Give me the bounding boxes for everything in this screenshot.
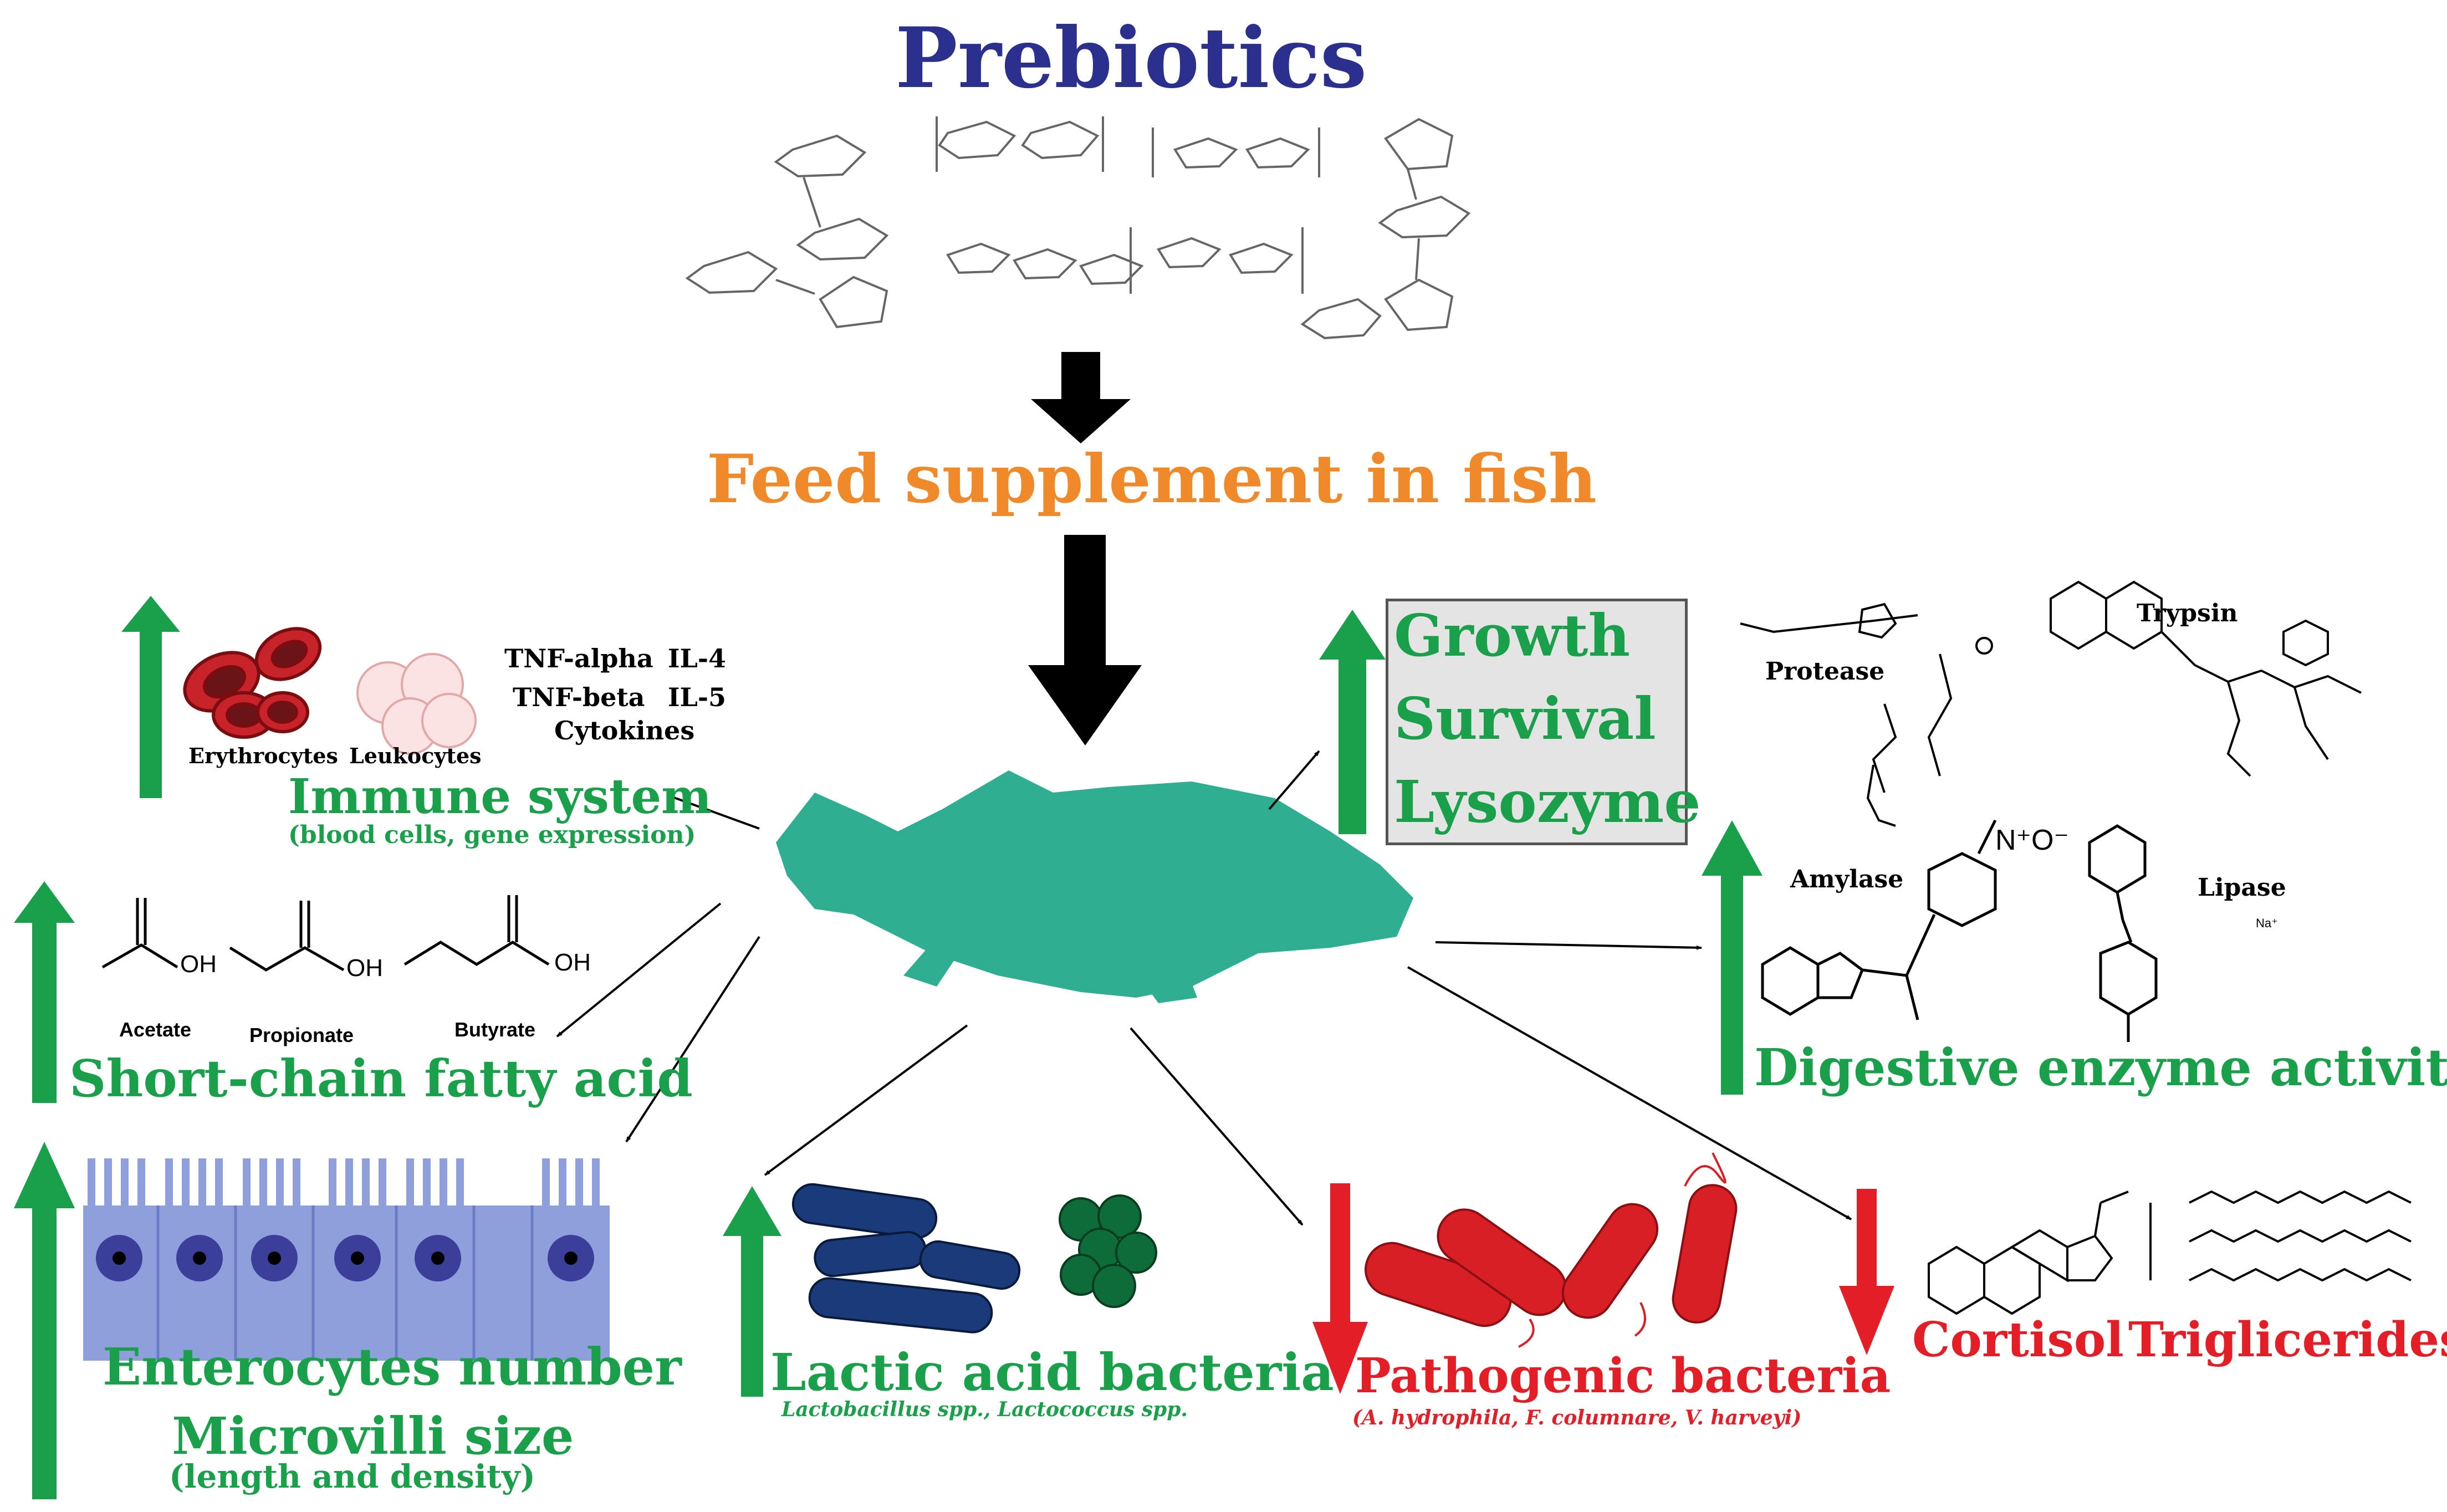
triglyceride-structure-icon — [2149, 1190, 2412, 1282]
cytokines-label: Cytokines — [554, 716, 695, 745]
acetate-oh: OH — [180, 951, 217, 978]
butyrate-oh: OH — [554, 949, 591, 976]
nitro-group-label: N⁺O⁻ — [1995, 824, 2069, 856]
lactobacillus-icon — [791, 1183, 1021, 1334]
amylase-structure-icon — [1761, 819, 1997, 1020]
increase-arrow-icon — [14, 881, 75, 1103]
erythrocytes-label: Erythrocytes — [188, 743, 338, 768]
pathogenic-bacteria-icon — [1364, 1184, 1738, 1327]
decrease-arrow-icon — [1312, 1183, 1368, 1394]
growth-box: Growth Survival Lysozyme — [1386, 599, 1700, 845]
cytokine-il5: IL-5 — [668, 682, 726, 712]
feed-supplement-label: Feed supplement in fish — [707, 440, 1597, 518]
amylase-label: Amylase — [1790, 865, 1904, 893]
microvilli-size-label: Microvilli size — [172, 1406, 574, 1466]
cortisol-structure-icon — [1928, 1191, 2129, 1315]
cortisol-label: Cortisol — [1912, 1312, 2124, 1368]
fish-icon — [776, 770, 1413, 1003]
propionate-oh: OH — [346, 954, 383, 982]
increase-arrow-icon — [1702, 820, 1763, 1095]
increase-arrow-icon — [14, 1142, 75, 1499]
down-arrow-icon — [1031, 352, 1131, 443]
effect-arrows — [556, 750, 1852, 1226]
cytokine-tnf-alpha: TNF-alpha — [504, 643, 653, 673]
survival-label: Survival — [1394, 685, 1656, 753]
triglicerides-label: Triglicerides — [2128, 1312, 2447, 1368]
cytokine-tnf-beta: TNF-beta — [513, 682, 645, 712]
microvilli-sublabel: (length and density) — [169, 1458, 535, 1495]
increase-arrow-icon — [723, 1186, 781, 1397]
title: Prebiotics — [895, 9, 1367, 107]
down-arrow-icon — [1028, 535, 1142, 745]
butyrate-label: Butyrate — [454, 1018, 536, 1041]
lactic-acid-bacteria-sublabel: Lactobacillus spp., Lactococcus spp. — [781, 1398, 1188, 1421]
flagella-icon — [1518, 1152, 1726, 1348]
lysozyme-label: Lysozyme — [1394, 768, 1701, 836]
acetate-label: Acetate — [119, 1018, 192, 1041]
propionate-structure-icon — [229, 901, 345, 972]
erythrocytes-icon — [183, 627, 322, 739]
decrease-arrow-icon — [1839, 1189, 1894, 1355]
leukocytes-label: Leukocytes — [349, 743, 482, 768]
growth-label: Growth — [1394, 601, 1631, 670]
prebiotic-structures-icon — [685, 116, 1471, 340]
butyrate-structure-icon — [403, 895, 550, 966]
trypsin-structure-icon — [2050, 580, 2362, 777]
pathogenic-bacteria-sublabel: (A. hydrophila, F. columnare, V. harveyi… — [1352, 1406, 1802, 1429]
sodium-label: Na⁺ — [2256, 916, 2278, 930]
protease-structure-icon — [1740, 602, 1993, 827]
propionate-label: Propionate — [249, 1024, 354, 1046]
lactic-acid-bacteria-label: Lactic acid bacteria — [770, 1342, 1334, 1402]
lipase-structure-icon — [2088, 824, 2158, 1042]
short-chain-fatty-acid-label: Short-chain fatty acid — [69, 1049, 693, 1109]
lactococcus-icon — [1059, 1194, 1157, 1308]
enterocytes-number-label: Enterocytes number — [103, 1337, 682, 1397]
immune-system-sublabel: (blood cells, gene expression) — [288, 821, 696, 849]
protease-label: Protease — [1765, 657, 1885, 686]
digestive-enzyme-label: Digestive enzyme activities — [1754, 1038, 2447, 1097]
leukocytes-icon — [356, 653, 477, 755]
cytokine-il4: IL-4 — [668, 643, 726, 673]
enterocytes-icon — [83, 1158, 610, 1361]
increase-arrow-icon — [1319, 610, 1386, 834]
trypsin-label: Trypsin — [2137, 599, 2238, 627]
immune-system-label: Immune system — [288, 769, 712, 825]
pathogenic-bacteria-label: Pathogenic bacteria — [1355, 1348, 1891, 1404]
lipase-label: Lipase — [2198, 874, 2286, 902]
increase-arrow-icon — [121, 596, 180, 798]
acetate-structure-icon — [101, 898, 178, 969]
